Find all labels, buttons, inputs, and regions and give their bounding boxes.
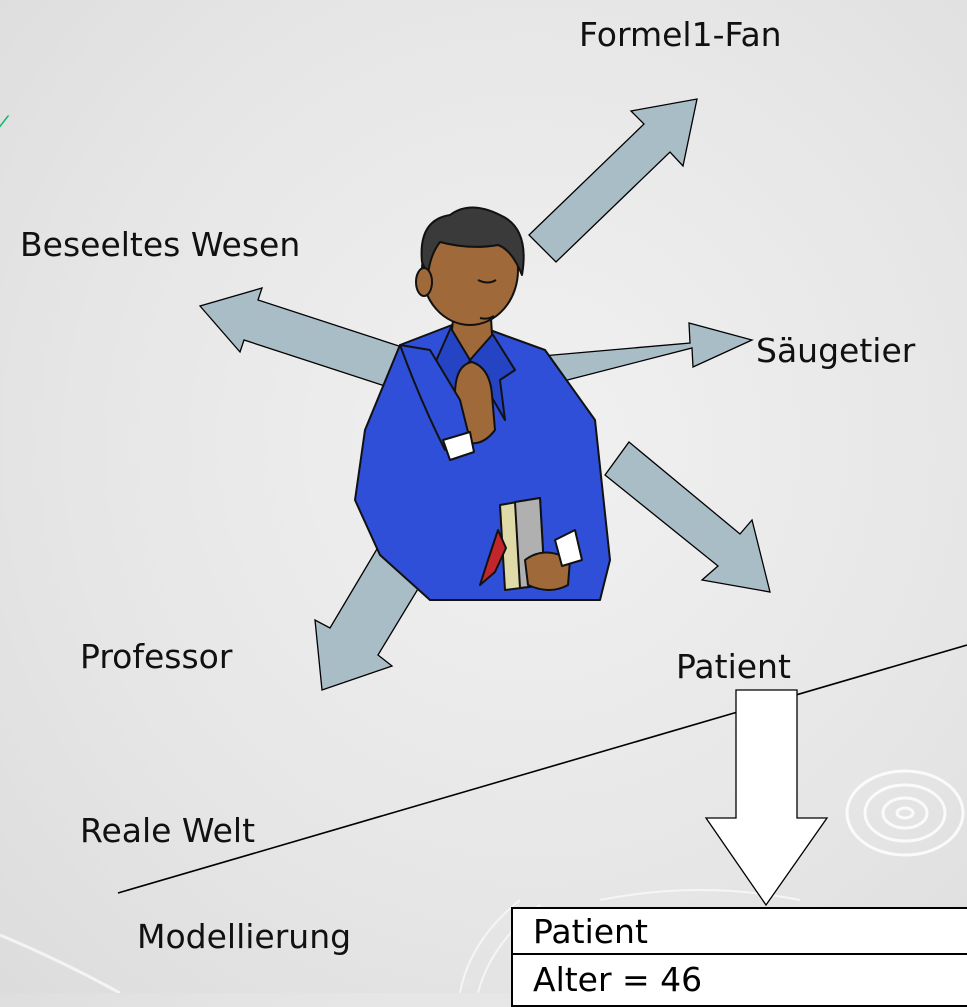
class-name: Patient [513, 909, 967, 955]
label-patient: Patient [676, 650, 791, 683]
stray-mark: ⁄ [0, 113, 4, 138]
label-formel1-fan: Formel1-Fan [579, 18, 782, 51]
label-modellierung: Modellierung [137, 920, 351, 953]
label-professor: Professor [80, 640, 232, 673]
patient-class-box: Patient Alter = 46 [511, 907, 967, 1007]
label-reale-welt: Reale Welt [80, 814, 255, 847]
label-beseeltes-wesen: Beseeltes Wesen [20, 228, 300, 261]
class-attribute: Alter = 46 [513, 955, 967, 996]
label-saeugetier: Säugetier [756, 334, 915, 367]
